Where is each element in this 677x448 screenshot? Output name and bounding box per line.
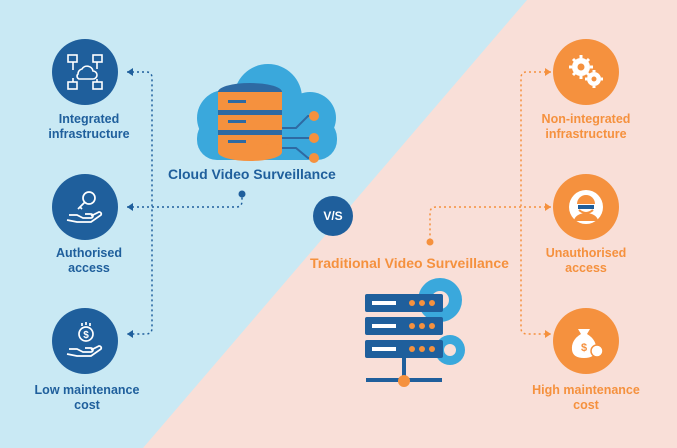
feature-label-high-cost: High maintenance cost [511, 383, 661, 413]
vs-badge: V/S [313, 196, 353, 236]
feature-label-authorised: Authorised access [14, 246, 164, 276]
feature-label-line: access [565, 261, 607, 275]
feature-label-line: Low maintenance [34, 383, 140, 397]
feature-label-line: access [68, 261, 110, 275]
feature-label-line: cost [573, 398, 599, 412]
feature-label-line: Authorised [56, 246, 122, 260]
feature-label-line: infrastructure [545, 127, 627, 141]
feature-label-low-cost: Low maintenance cost [12, 383, 162, 413]
feature-label-line: Non-integrated [541, 112, 631, 126]
feature-label-non-integrated: Non-integrated infrastructure [511, 112, 661, 142]
money-bag-icon: $ [553, 308, 619, 374]
feature-label-integrated: Integrated infrastructure [14, 112, 164, 142]
traditional-title: Traditional Video Surveillance [310, 255, 509, 271]
key-hand-icon [52, 174, 118, 240]
dollar-hand-icon: $ [52, 308, 118, 374]
svg-text:$: $ [83, 330, 89, 341]
feature-label-unauthorised: Unauthorised access [511, 246, 661, 276]
intruder-icon [553, 174, 619, 240]
feature-label-line: infrastructure [48, 127, 130, 141]
network-icon [52, 39, 118, 105]
feature-label-line: Integrated [58, 112, 120, 126]
feature-label-line: Unauthorised [545, 246, 627, 260]
svg-text:$: $ [581, 342, 587, 354]
cloud-title: Cloud Video Surveillance [168, 166, 336, 182]
feature-label-line: cost [74, 398, 100, 412]
feature-label-line: High maintenance [532, 383, 640, 397]
gears-icon [553, 39, 619, 105]
